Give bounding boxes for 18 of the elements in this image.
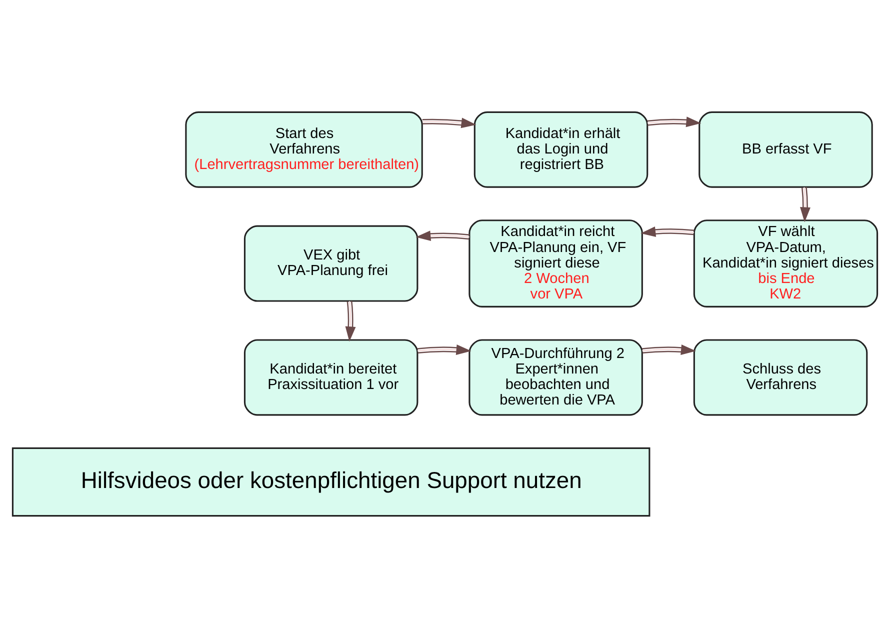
node-box: Start des Verfahrens (Lehrvertragsnummer bereithalten) [185,111,423,188]
arrow [640,226,694,237]
arrow [416,230,470,242]
node-box: Hilfsvideos oder kostenpflichtigen Support nutzen [12,447,650,517]
arrow [417,344,472,355]
node-box: VF wählt VPA-Datum, Kandidat*in signiert dieses bis Ende KW2 [693,220,878,308]
arrow [642,344,696,355]
arrow [800,186,810,222]
arrow [345,300,356,342]
node-box: Kandidat*in reicht VPA-Planung ein, VF signiert diese 2 Wochen vor VPA [468,220,643,308]
node-box: BB erfasst VF [698,111,873,188]
node-box: VPA-Durchführung 2 Expert*innen beobachten und bewerten die VPA [468,339,643,416]
node-box: Schluss des Verfahrens [693,339,868,416]
node-box: Kandidat*in erhält das Login und registriert BB [474,111,648,188]
node-box: Kandidat*in bereitet Praxissituation 1 vor [244,339,418,416]
arrow [647,116,702,128]
node-box: VEX gibt VPA-Planung frei [244,225,418,302]
arrow [422,118,476,128]
